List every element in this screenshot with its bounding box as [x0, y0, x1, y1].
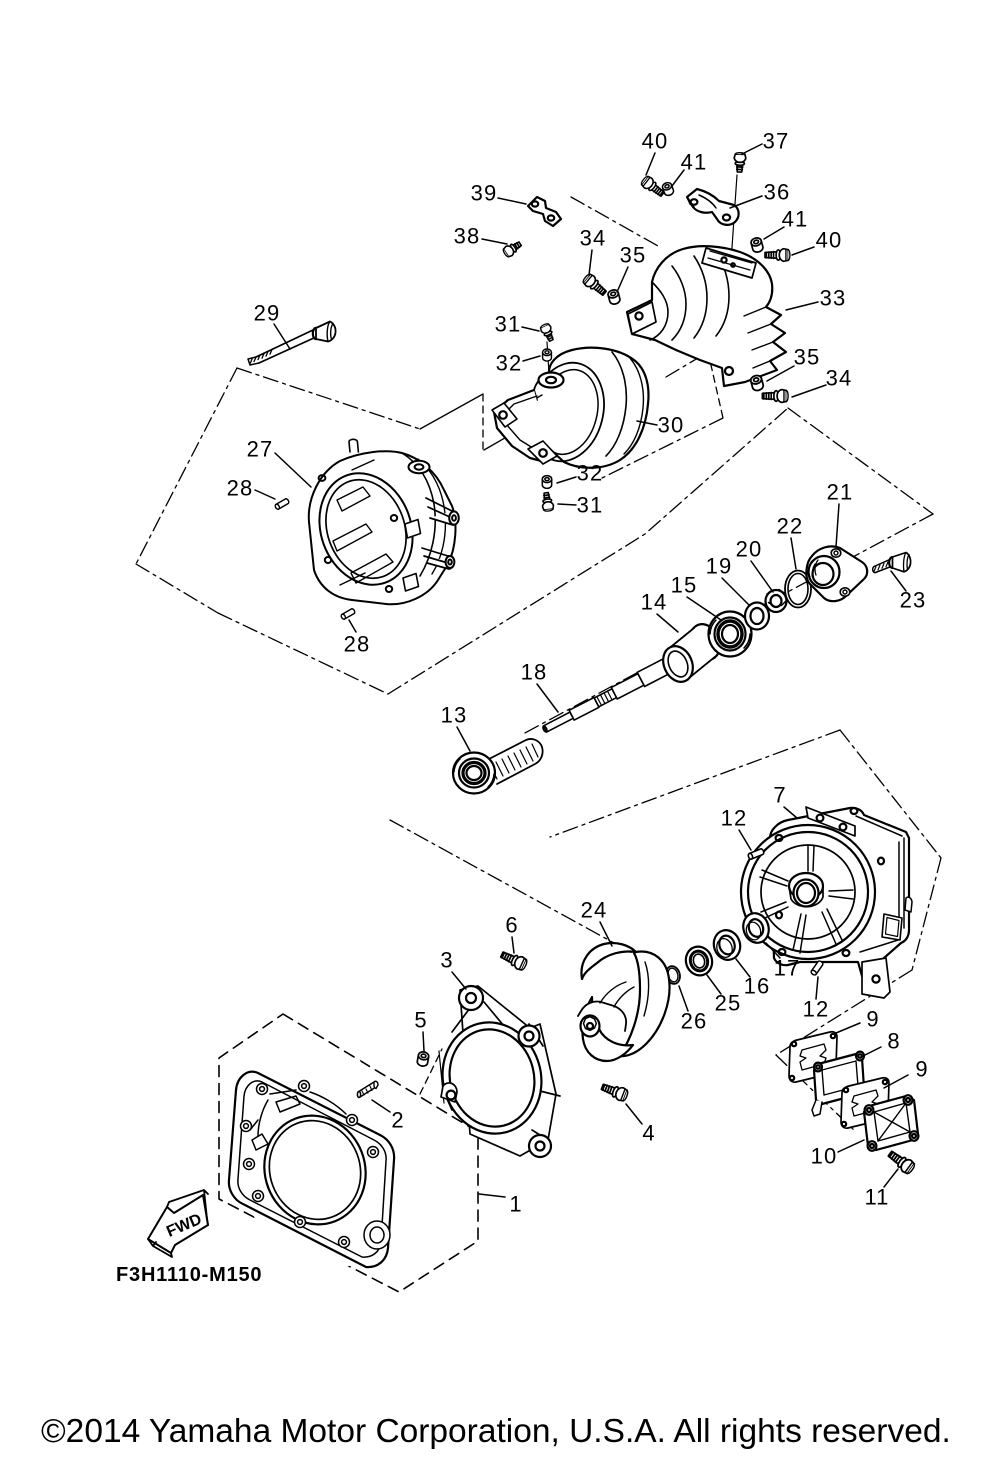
- svg-text:21: 21: [827, 480, 854, 505]
- svg-text:10: 10: [811, 1144, 838, 1169]
- svg-text:38: 38: [454, 224, 481, 249]
- svg-text:20: 20: [736, 537, 763, 562]
- svg-text:16: 16: [744, 974, 771, 999]
- svg-text:32: 32: [496, 351, 523, 376]
- svg-text:19: 19: [706, 554, 733, 579]
- svg-text:22: 22: [777, 514, 804, 539]
- svg-text:24: 24: [581, 898, 608, 923]
- svg-text:34: 34: [826, 366, 853, 391]
- svg-text:41: 41: [782, 207, 809, 232]
- svg-text:26: 26: [681, 1009, 708, 1034]
- svg-text:40: 40: [642, 129, 669, 154]
- svg-text:34: 34: [580, 226, 607, 251]
- svg-text:F3H1110-M150: F3H1110-M150: [116, 1264, 262, 1286]
- svg-text:35: 35: [620, 243, 647, 268]
- svg-text:11: 11: [864, 1185, 889, 1210]
- svg-text:4: 4: [642, 1121, 655, 1146]
- svg-text:15: 15: [671, 573, 698, 598]
- svg-text:30: 30: [658, 413, 685, 438]
- svg-text:27: 27: [247, 437, 274, 462]
- svg-text:3: 3: [440, 948, 453, 973]
- svg-text:1: 1: [509, 1192, 522, 1217]
- svg-text:2: 2: [391, 1108, 404, 1133]
- svg-text:31: 31: [577, 493, 604, 518]
- svg-text:9: 9: [915, 1057, 928, 1082]
- svg-text:17: 17: [774, 956, 801, 981]
- svg-text:40: 40: [816, 228, 843, 253]
- svg-text:13: 13: [441, 703, 468, 728]
- svg-text:7: 7: [773, 783, 786, 808]
- svg-text:6: 6: [505, 913, 518, 938]
- svg-text:9: 9: [866, 1007, 879, 1032]
- svg-text:©2014 Yamaha Motor Corporation: ©2014 Yamaha Motor Corporation, U.S.A. A…: [41, 1413, 951, 1450]
- svg-text:29: 29: [254, 301, 281, 326]
- svg-text:23: 23: [900, 588, 927, 613]
- svg-text:12: 12: [721, 806, 748, 831]
- svg-text:35: 35: [794, 345, 821, 370]
- svg-text:25: 25: [715, 991, 742, 1016]
- svg-text:14: 14: [641, 590, 668, 615]
- svg-text:33: 33: [820, 286, 847, 311]
- svg-text:37: 37: [763, 129, 790, 154]
- svg-text:5: 5: [414, 1008, 427, 1033]
- svg-text:36: 36: [764, 180, 791, 205]
- svg-text:8: 8: [887, 1029, 900, 1054]
- svg-text:28: 28: [344, 632, 371, 657]
- svg-text:41: 41: [681, 150, 708, 175]
- svg-text:39: 39: [471, 181, 498, 206]
- svg-text:12: 12: [803, 997, 830, 1022]
- svg-text:31: 31: [495, 312, 522, 337]
- svg-text:28: 28: [227, 476, 254, 501]
- svg-text:18: 18: [521, 660, 548, 685]
- svg-text:32: 32: [577, 461, 604, 486]
